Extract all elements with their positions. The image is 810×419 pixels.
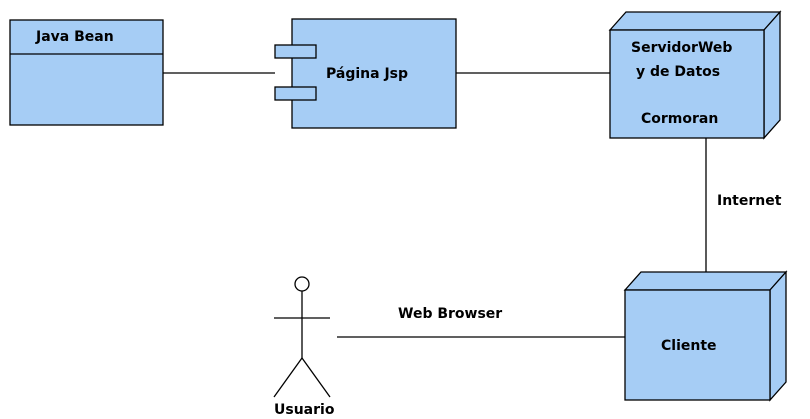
- web-browser-label: Web Browser: [398, 306, 502, 322]
- cliente-label: Cliente: [661, 338, 717, 354]
- java-bean-class[interactable]: Java Bean: [9, 19, 164, 126]
- pagina-jsp-component[interactable]: Página Jsp: [274, 18, 457, 129]
- pagina-jsp-label: Página Jsp: [326, 66, 408, 82]
- cliente-node[interactable]: Cliente: [623, 270, 788, 402]
- servidor-name-label: Cormoran: [641, 111, 718, 127]
- usuario-actor[interactable]: [273, 276, 331, 398]
- java-bean-label: Java Bean: [35, 29, 114, 45]
- servidor-node[interactable]: ServidorWeb y de Datos Cormoran: [608, 10, 782, 140]
- internet-label: Internet: [717, 193, 782, 209]
- component-port-top: [274, 44, 317, 59]
- usuario-label: Usuario: [274, 402, 335, 418]
- component-port-bottom: [274, 86, 317, 101]
- servidor-label-line2: y de Datos: [636, 64, 720, 80]
- servidor-label-line1: ServidorWeb: [631, 40, 732, 56]
- actor-head-icon: [294, 276, 310, 292]
